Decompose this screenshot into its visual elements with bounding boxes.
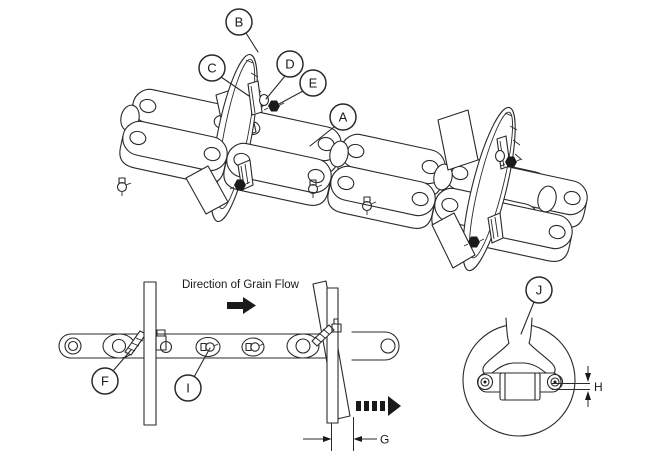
paddle-bar-reference xyxy=(326,287,339,424)
callout-c: C xyxy=(198,54,226,82)
mount-bolt-left xyxy=(476,373,494,391)
callout-b-label: B xyxy=(235,15,244,30)
paddle-assembly-1 xyxy=(210,53,285,223)
callout-j: J xyxy=(525,276,553,304)
keyhole-cutout-edge xyxy=(482,317,556,375)
chain-band xyxy=(58,333,331,359)
grain-flow-label: Direction of Grain Flow xyxy=(182,279,300,291)
dimension-g-label: G xyxy=(380,433,389,447)
callout-a-label: A xyxy=(339,110,348,125)
pin-hole xyxy=(64,337,82,355)
link-plate xyxy=(286,333,320,359)
paddle-bracket-plate xyxy=(437,109,479,171)
side-profile-view: Direction of Grain Flow G F xyxy=(58,279,401,451)
washer xyxy=(258,93,270,107)
chain-link-end xyxy=(499,372,541,401)
callout-d: D xyxy=(276,50,304,78)
flow-arrow-icon xyxy=(227,297,256,314)
callout-b: B xyxy=(225,8,253,36)
callout-j-label: J xyxy=(536,283,543,298)
paddle-rim-segments xyxy=(504,112,523,161)
paddle-disc xyxy=(210,53,258,223)
paddle-disc-rim xyxy=(468,111,514,259)
paddle-disc-rim xyxy=(216,58,256,210)
pin-hole xyxy=(67,340,79,352)
callout-a: A xyxy=(329,103,357,131)
paddle-bar xyxy=(143,281,157,426)
pin-hole xyxy=(111,338,127,354)
callout-c-label: C xyxy=(207,61,216,76)
keyhole-cutout-fill xyxy=(482,318,556,375)
callout-f-label: F xyxy=(101,374,109,389)
dimension-g: G xyxy=(303,417,389,451)
dimension-h: H xyxy=(552,366,603,407)
link-plate xyxy=(241,337,265,357)
callout-i: I xyxy=(174,374,202,402)
retainer-bracket-tilted xyxy=(311,318,342,347)
dimension-h-label: H xyxy=(594,380,603,394)
bolt-icon xyxy=(245,342,264,352)
callout-d-label: D xyxy=(285,57,294,72)
chain-arm xyxy=(351,331,400,361)
callout-i-label: I xyxy=(186,381,190,396)
paddle-front-view: H J xyxy=(462,276,603,437)
callout-f: F xyxy=(91,367,119,395)
link-plate xyxy=(195,336,221,358)
isometric-chain-view: B C D E A xyxy=(116,8,591,272)
paddle-leg xyxy=(185,165,229,215)
displaced-flow-arrow-icon xyxy=(356,396,401,416)
retainer-bracket-f xyxy=(124,330,147,356)
callouts-top: B C D E A xyxy=(198,8,357,147)
washer xyxy=(494,149,506,163)
clevis-fitting xyxy=(155,329,173,354)
callout-e-label: E xyxy=(309,76,318,91)
pin-hole xyxy=(380,338,396,354)
cotter-pin-icon xyxy=(116,177,132,197)
pin-hole xyxy=(295,338,311,354)
paddle-leg xyxy=(431,212,476,269)
paddle-assembly-2 xyxy=(431,106,523,272)
wedge-bracket xyxy=(487,212,504,244)
callout-e: E xyxy=(299,69,327,97)
